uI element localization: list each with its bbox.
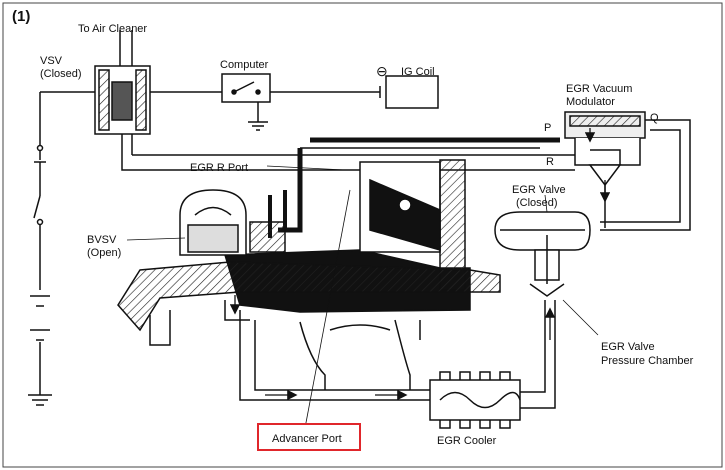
label-pressure-chamber-line1: EGR Valve xyxy=(601,341,655,353)
minus-circle-icon: ⊖ xyxy=(376,63,388,79)
egr-valve xyxy=(494,211,591,297)
bvsv-valve xyxy=(179,189,247,256)
label-egr-vacuum-modulator-line2: Modulator xyxy=(566,96,615,108)
egr-cooler-unit xyxy=(429,300,556,429)
label-vsv: VSV xyxy=(40,55,63,67)
advancer-port-highlight-box xyxy=(257,423,361,451)
electrical-circuit xyxy=(28,91,95,406)
label-vsv-state: (Closed) xyxy=(40,68,82,80)
label-to-air-cleaner: To Air Cleaner xyxy=(78,23,147,35)
computer-switch xyxy=(150,73,381,131)
label-bvsv-state: (Open) xyxy=(87,247,121,259)
label-egr-valve-state: (Closed) xyxy=(516,197,558,209)
ig-coil-box xyxy=(385,75,439,109)
leader-lines xyxy=(126,165,599,429)
label-port-r: R xyxy=(546,156,554,168)
intake-manifold xyxy=(117,261,501,346)
label-port-p: P xyxy=(544,122,551,134)
figure-number: (1) xyxy=(12,8,30,25)
label-advancer-port: Advancer Port xyxy=(272,433,342,445)
manifold-runners xyxy=(239,310,430,401)
label-bvsv: BVSV xyxy=(87,234,117,246)
label-egr-r-port: EGR R Port xyxy=(190,162,248,174)
label-ig-coil: IG Coil xyxy=(401,66,435,78)
thick-vacuum-hose-q xyxy=(278,148,303,233)
label-computer: Computer xyxy=(220,59,269,71)
label-egr-valve: EGR Valve xyxy=(512,184,566,196)
label-port-q: Q xyxy=(650,112,659,124)
label-egr-cooler: EGR Cooler xyxy=(437,435,497,447)
egr-vacuum-modulator xyxy=(564,111,646,228)
label-egr-vacuum-modulator-line1: EGR Vacuum xyxy=(566,83,632,95)
flow-arrows xyxy=(229,128,611,401)
label-pressure-chamber-line2: Pressure Chamber xyxy=(601,355,694,367)
vsv-solenoid-valve xyxy=(94,30,151,165)
